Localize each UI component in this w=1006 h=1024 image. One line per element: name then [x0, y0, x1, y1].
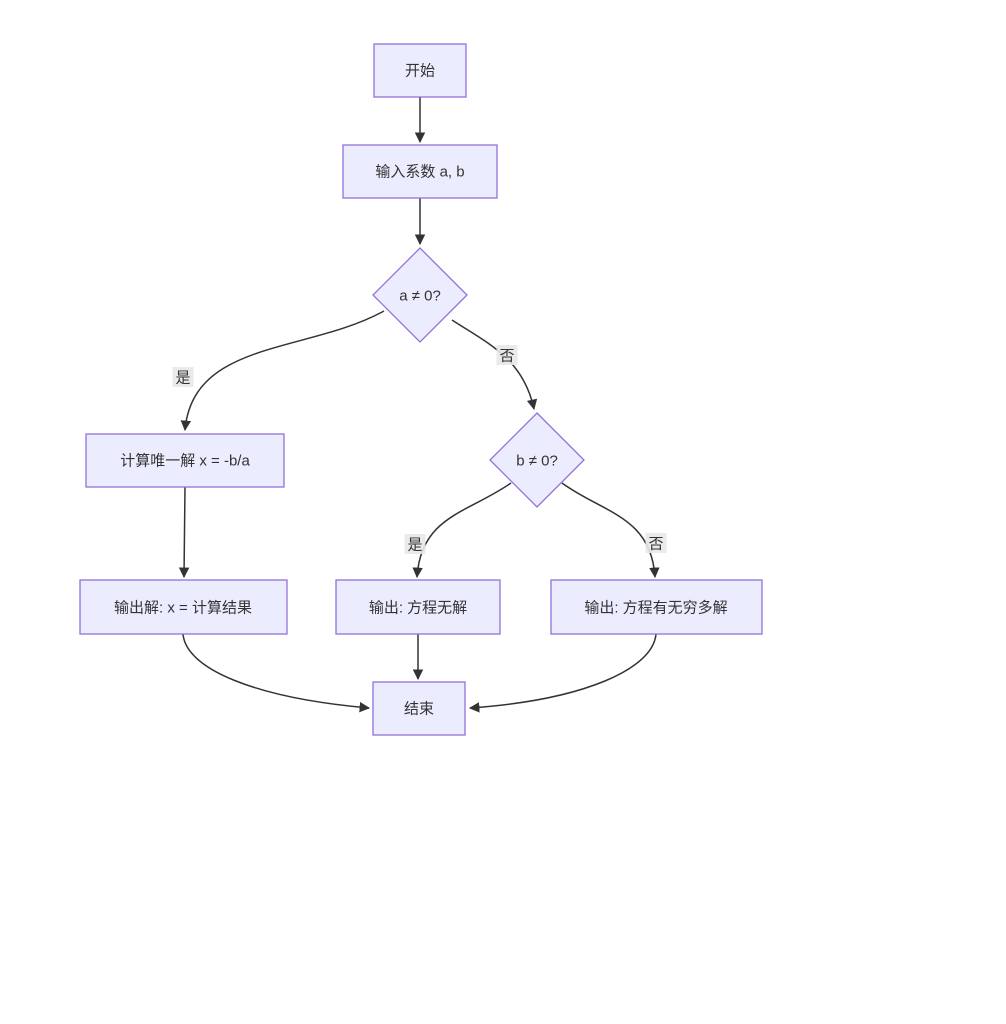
- edge-calc-to-output-solution: [178, 486, 190, 579]
- node-output-no-solution-box: [335, 579, 501, 635]
- node-start-label: 开始: [405, 63, 435, 80]
- node-start: 开始: [373, 43, 467, 98]
- node-start-box: [373, 43, 467, 98]
- edge-check-a-yes-to-calc: [180, 310, 385, 432]
- edge-labels-layer: 是 否 是 否: [172, 345, 667, 554]
- node-check-b-diamond: [489, 412, 585, 508]
- node-output-infinite-box: [550, 579, 763, 635]
- node-check-a-diamond: [372, 247, 468, 343]
- node-input: 输入系数 a, b: [342, 144, 498, 199]
- node-check-b: b ≠ 0?: [489, 412, 585, 508]
- node-output-solution-label: 输出解: x = 计算结果: [114, 599, 252, 617]
- node-output-no-solution-label: 输出: 方程无解: [369, 600, 467, 617]
- node-check-a: a ≠ 0?: [372, 247, 468, 343]
- node-output-infinite-label: 输出: 方程有无穷多解: [584, 600, 727, 617]
- edge-label-b-no: 否: [645, 533, 667, 553]
- node-output-no-solution: 输出: 方程无解: [335, 579, 501, 635]
- node-calc-unique: 计算唯一解 x = -b/a: [85, 433, 285, 488]
- node-calc-unique-box: [85, 433, 285, 488]
- edge-label-b-yes: 是: [404, 534, 426, 554]
- edge-label-a-yes: 是: [172, 367, 194, 387]
- node-output-solution: 输出解: x = 计算结果: [79, 579, 288, 635]
- node-end-label: 结束: [404, 701, 434, 718]
- edge-label-b-yes-text: 是: [407, 537, 422, 554]
- edge-check-b-yes-to-no-solution: [412, 482, 512, 579]
- nodes-layer: 开始 输入系数 a, b a ≠ 0? 计算唯一解 x = -b/a b ≠ 0…: [79, 43, 763, 736]
- edge-check-b-no-to-infinite: [561, 482, 660, 579]
- edge-label-b-no-text: 否: [648, 536, 663, 553]
- node-check-b-label: b ≠ 0?: [516, 453, 558, 470]
- node-end-box: [372, 681, 466, 736]
- edge-label-a-yes-text: 是: [175, 370, 190, 387]
- node-input-label: 输入系数 a, b: [375, 164, 464, 181]
- node-calc-unique-label: 计算唯一解 x = -b/a: [120, 452, 250, 470]
- node-output-solution-box: [79, 579, 288, 635]
- edge-label-a-yes-bg: [172, 367, 194, 387]
- edge-label-a-no: 否: [496, 345, 518, 365]
- edge-infinite-to-end: [468, 633, 657, 713]
- edge-label-a-no-bg: [496, 345, 518, 365]
- node-end: 结束: [372, 681, 466, 736]
- edge-output-solution-to-end: [182, 633, 371, 713]
- edge-label-b-yes-bg: [404, 534, 426, 554]
- node-input-box: [342, 144, 498, 199]
- edges-layer: [178, 97, 660, 713]
- edge-label-a-no-text: 否: [499, 348, 514, 365]
- edge-check-a-no-to-check-b: [451, 319, 538, 411]
- node-check-a-label: a ≠ 0?: [399, 288, 441, 305]
- node-output-infinite: 输出: 方程有无穷多解: [550, 579, 763, 635]
- edge-label-b-no-bg: [645, 533, 667, 553]
